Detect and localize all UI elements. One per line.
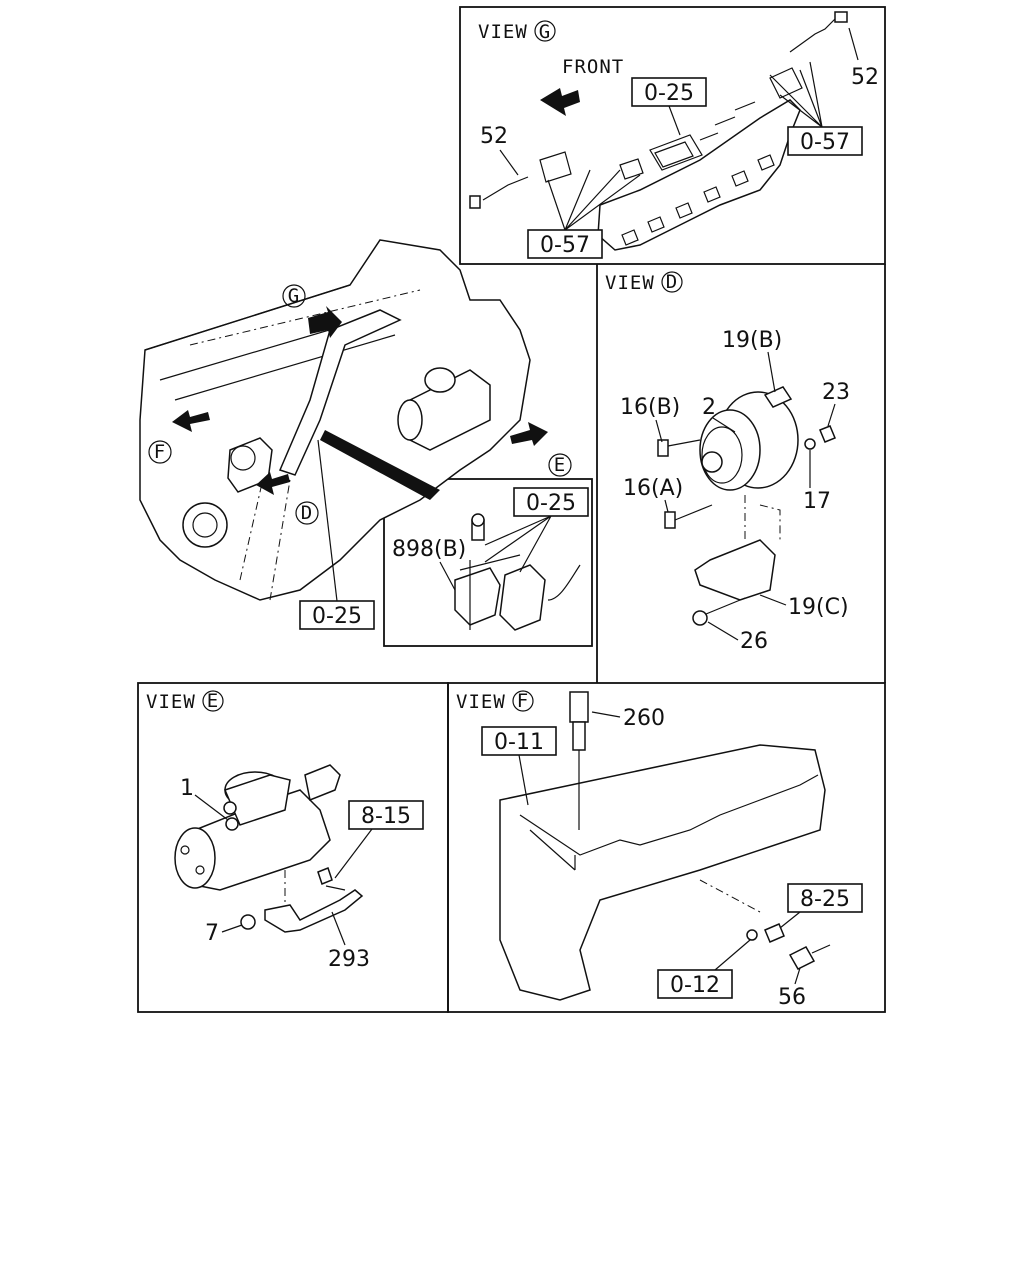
ref-g-057-right: 0-57 [800, 130, 850, 155]
part-19c: 19(C) [788, 595, 849, 620]
cylinder-block-drawing [499, 691, 831, 1001]
svg-text:D: D [301, 502, 313, 524]
marker-f: F [148, 440, 172, 464]
ref-box-f-011 [481, 726, 557, 756]
view-e-title: VIEW E [146, 690, 224, 713]
exhaust-manifold-drawing [539, 67, 803, 251]
part-17: 17 [803, 489, 831, 514]
ref-box-g-057-left [527, 229, 603, 259]
part-260: 260 [623, 706, 665, 731]
front-label: FRONT [562, 56, 624, 78]
part-26: 26 [740, 629, 768, 654]
arrow-to-view-g-icon [308, 306, 342, 338]
svg-text:F: F [154, 441, 166, 463]
part-1: 1 [180, 776, 194, 801]
view-d-panel [596, 264, 886, 683]
bracket-drawing [454, 513, 581, 631]
view-e-word: VIEW [146, 691, 196, 713]
part-898b: 898(B) [392, 537, 466, 562]
ref-box-g-057-right [787, 126, 863, 156]
view-e-letter: E [207, 690, 219, 712]
svg-text:G: G [288, 285, 300, 307]
alternator-drawing [657, 386, 836, 626]
ref-box-inset-025 [513, 487, 589, 517]
sensor-52-left-drawing [469, 176, 529, 209]
part-56: 56 [778, 985, 806, 1010]
ref-box-f-825 [787, 883, 863, 913]
view-g-panel [459, 6, 886, 265]
part-7: 7 [205, 921, 219, 946]
front-arrow-icon [540, 88, 580, 116]
ref-box-main-025 [299, 600, 375, 630]
ref-g-057-left: 0-57 [540, 233, 590, 258]
svg-text:E: E [554, 454, 566, 476]
marker-e: E [548, 453, 572, 477]
starter-motor-drawing [174, 764, 364, 933]
view-g-word: VIEW [478, 21, 528, 43]
part-23: 23 [822, 380, 850, 405]
view-f-panel [447, 682, 886, 1013]
view-d-word: VIEW [605, 272, 655, 294]
ref-g-025: 0-25 [644, 81, 694, 106]
ref-f-011: 0-11 [494, 730, 544, 755]
part-52-right: 52 [851, 65, 879, 90]
part-16b: 16(B) [620, 395, 680, 420]
part-16a: 16(A) [623, 476, 683, 501]
marker-d: D [295, 501, 319, 525]
sensor-52-right-drawing [789, 11, 848, 53]
ref-box-f-012 [657, 969, 733, 999]
view-g-title: VIEW G [478, 20, 556, 43]
engine-drawing [139, 239, 531, 601]
part-293: 293 [328, 947, 370, 972]
view-e-inset-panel [383, 478, 593, 647]
part-19b: 19(B) [722, 328, 782, 353]
view-d-letter: D [666, 271, 678, 293]
arrow-to-view-e-icon [510, 422, 548, 446]
ref-inset-025: 0-25 [526, 491, 576, 516]
arrow-to-view-d-icon [256, 472, 290, 495]
view-f-title: VIEW F [456, 690, 534, 713]
ref-f-825: 8-25 [800, 887, 850, 912]
marker-g: G [282, 284, 306, 308]
view-f-letter: F [517, 690, 529, 712]
part-2: 2 [702, 395, 716, 420]
ref-f-012: 0-12 [670, 973, 720, 998]
arrow-to-view-f-icon [172, 410, 210, 432]
view-d-title: VIEW D [605, 271, 683, 294]
ref-box-e-815 [348, 800, 424, 830]
part-52-left: 52 [480, 124, 508, 149]
ref-e-815: 8-15 [361, 804, 411, 829]
view-f-word: VIEW [456, 691, 506, 713]
ref-main-025: 0-25 [312, 604, 362, 629]
view-g-letter: G [539, 21, 551, 43]
